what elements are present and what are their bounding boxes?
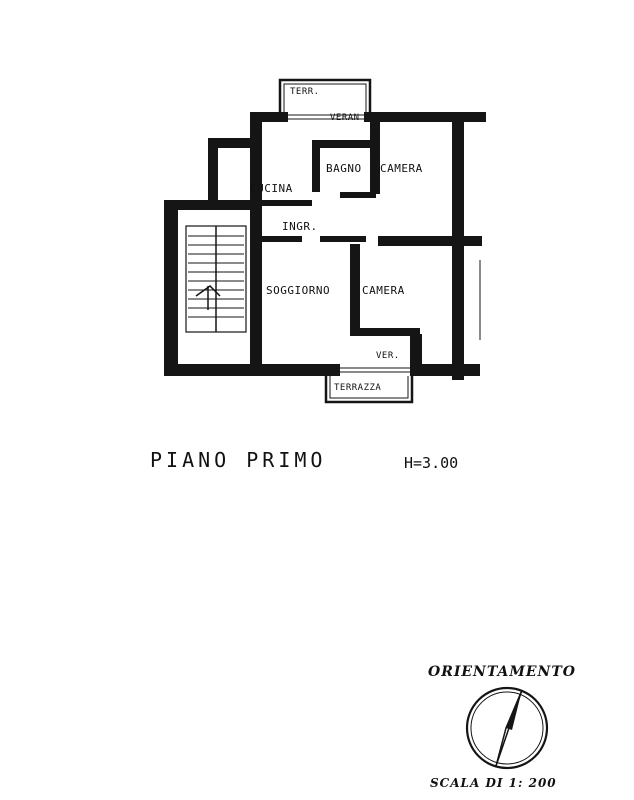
- staircase: [185, 225, 247, 333]
- walls: [164, 112, 486, 380]
- label-bagno: BAGNO: [326, 162, 362, 175]
- label-terr: TERR.: [290, 87, 320, 97]
- label-soggiorno: SOGGIORNO: [266, 284, 330, 297]
- plan-title: PIANO PRIMO: [150, 448, 327, 472]
- floor-height-label: H=3.00: [404, 454, 459, 472]
- scale-label: SCALA DI 1: 200: [430, 776, 557, 790]
- orientation-label: ORIENTAMENTO: [428, 664, 576, 680]
- label-ver: VER.: [376, 351, 400, 361]
- label-camera-top: CAMERA: [380, 162, 423, 175]
- label-ingresso: INGR.: [282, 220, 318, 233]
- terrace-top: [278, 78, 372, 112]
- windows: [206, 114, 481, 373]
- compass-icon: [465, 686, 549, 770]
- terrace-bottom: [324, 376, 414, 404]
- label-terrazza: TERRAZZA: [334, 383, 381, 393]
- label-camera-bottom: CAMERA: [362, 284, 405, 297]
- label-veranda: VERAN: [330, 113, 360, 123]
- label-cucina: CUCINA: [250, 182, 293, 195]
